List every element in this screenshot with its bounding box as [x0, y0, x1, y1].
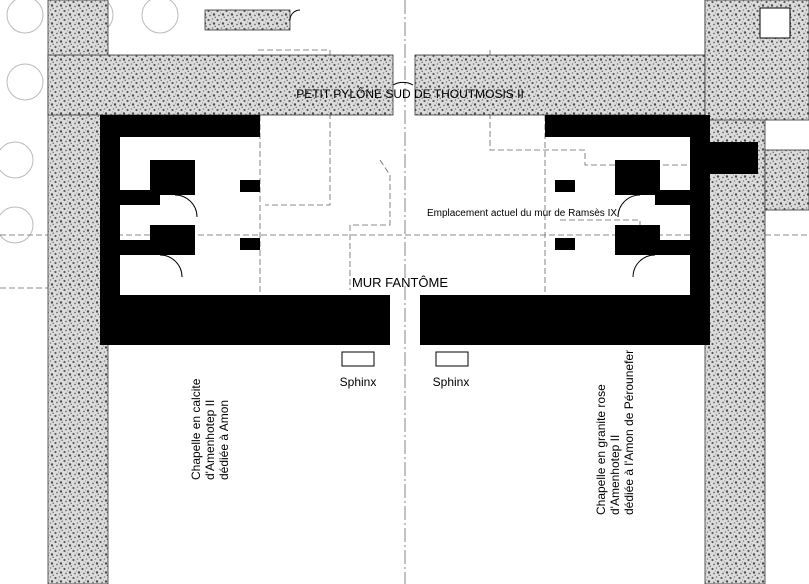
sphinx-label-right: Sphinx — [433, 375, 470, 389]
chapel-right-label: Chapelle en granite rose d'Amenhotep II … — [594, 350, 636, 515]
svg-text:Chapelle en granite rose: Chapelle en granite rose — [594, 384, 608, 515]
phantom-wall-label: MUR FANTÔME — [352, 275, 448, 290]
svg-text:d'Amenhotep II: d'Amenhotep II — [203, 400, 217, 480]
svg-text:Chapelle en calcite: Chapelle en calcite — [189, 378, 203, 480]
sphinx-box-left — [341, 351, 375, 367]
corner-structure — [759, 7, 791, 39]
svg-text:dédiée à l'Amon de Pérounefer: dédiée à l'Amon de Pérounefer — [622, 350, 636, 515]
svg-text:dédiée à Amon: dédiée à Amon — [217, 400, 231, 480]
sphinx-label-left: Sphinx — [340, 375, 377, 389]
pylon-label: PETIT PYLÔNE SUD DE THOUTMOSIS II — [296, 86, 524, 101]
black-walls — [100, 115, 758, 345]
ramses-wall-label: Emplacement actuel du mur de Ramsès IX — [427, 208, 617, 219]
svg-text:d'Amenhotep II: d'Amenhotep II — [608, 435, 622, 515]
sphinx-box-right — [435, 351, 469, 367]
chapel-left-label: Chapelle en calcite d'Amenhotep II dédié… — [189, 378, 231, 480]
stone-masses — [47, 0, 809, 584]
door-arcs — [159, 9, 656, 319]
